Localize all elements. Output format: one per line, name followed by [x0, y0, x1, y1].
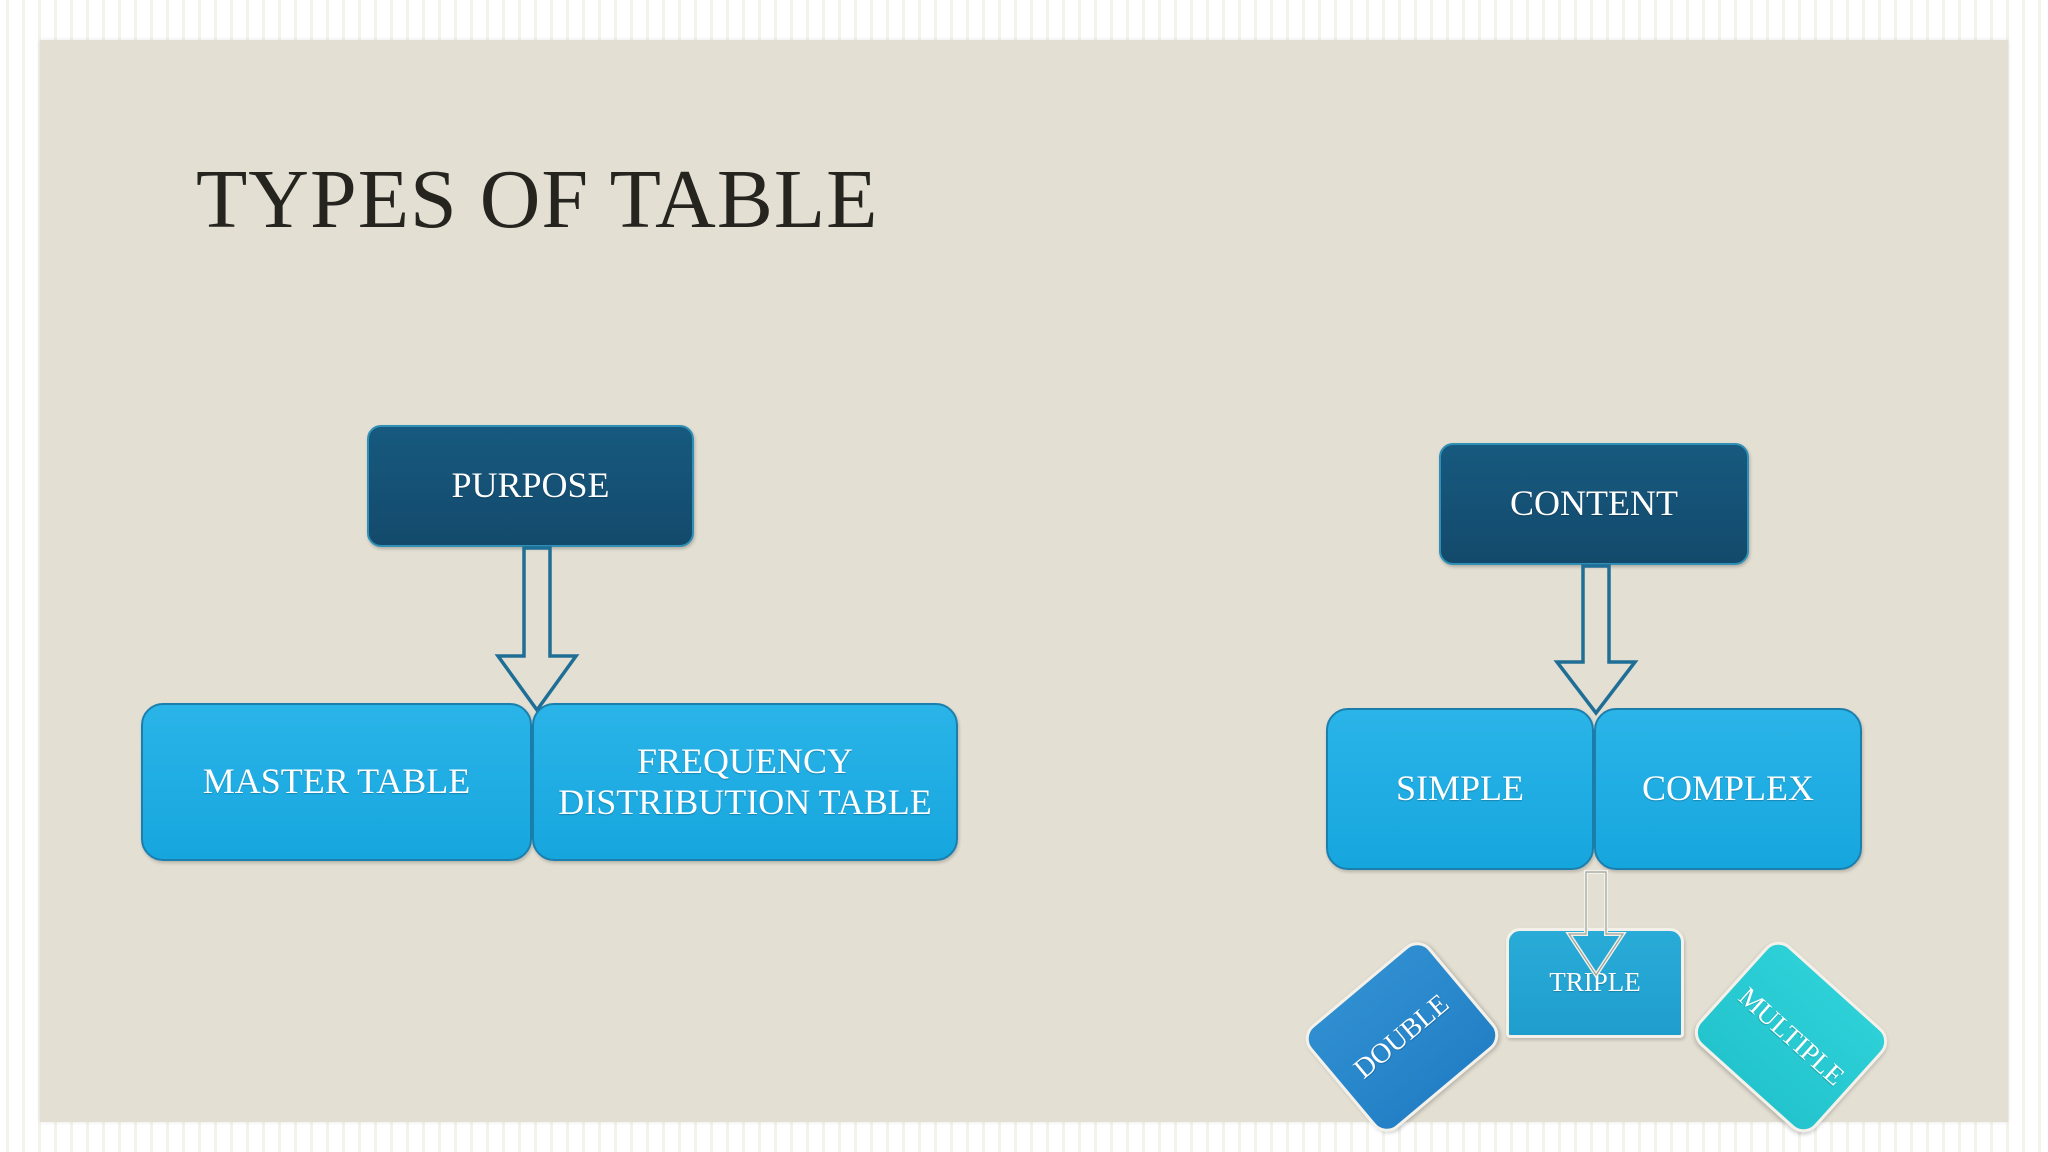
node-multiple[interactable]: MULTIPLE [1687, 934, 1895, 1140]
node-purpose[interactable]: PURPOSE [367, 425, 694, 547]
node-simple[interactable]: SIMPLE [1326, 708, 1594, 870]
node-master-table[interactable]: MASTER TABLE [141, 703, 532, 861]
down-arrow-icon-content [1553, 564, 1639, 716]
node-complex[interactable]: COMPLEX [1594, 708, 1862, 870]
node-double[interactable]: DOUBLE [1298, 934, 1506, 1140]
node-frequency-distribution-table[interactable]: FREQUENCY DISTRIBUTION TABLE [532, 703, 958, 861]
slide-canvas: TYPES OF TABLE PURPOSE MASTER TABLE FREQ… [40, 40, 2008, 1140]
down-arrow-icon-triple [1565, 870, 1627, 979]
down-arrow-icon-purpose [494, 546, 580, 714]
page-title: TYPES OF TABLE [196, 153, 879, 246]
node-content[interactable]: CONTENT [1439, 443, 1749, 565]
